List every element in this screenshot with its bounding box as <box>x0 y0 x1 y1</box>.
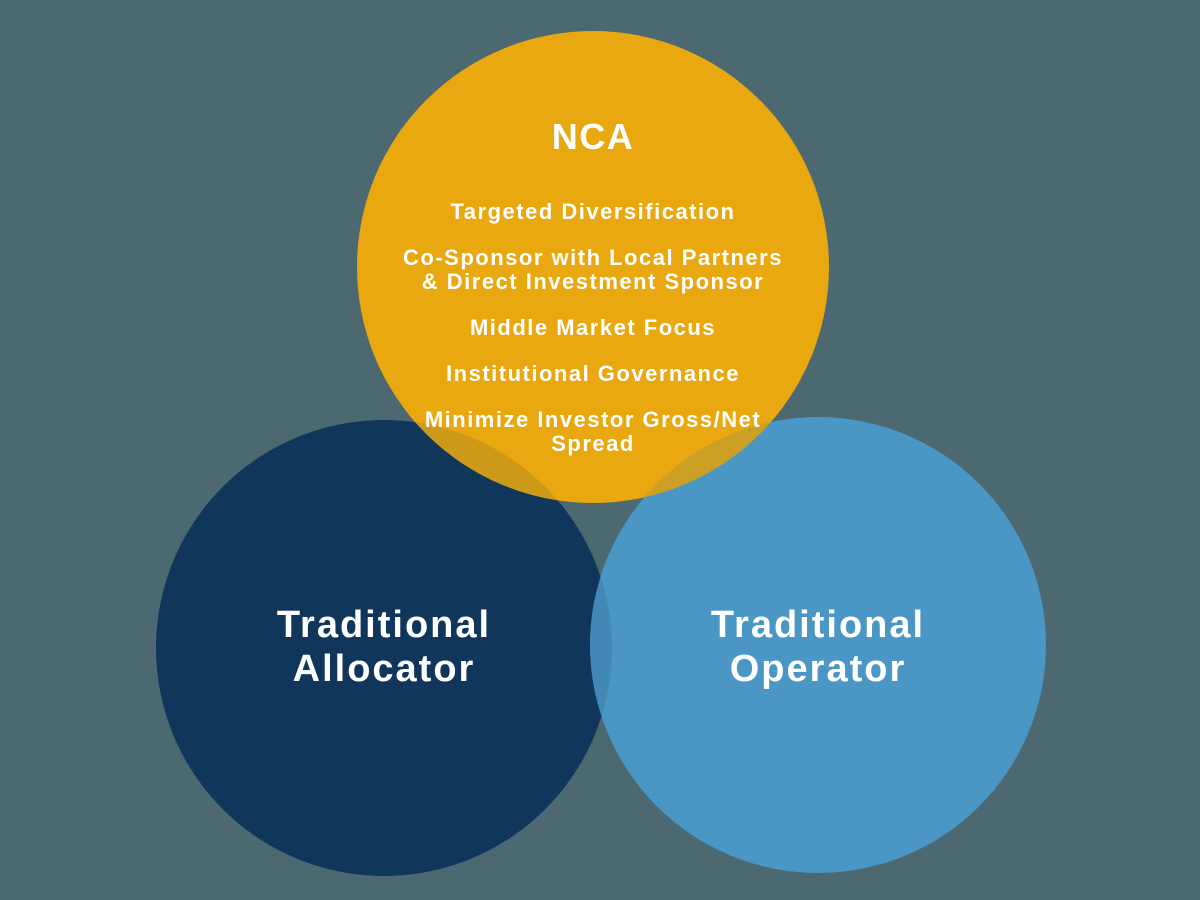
nca-item: Middle Market Focus <box>469 315 717 340</box>
traditional-allocator-label: Traditional Allocator <box>276 604 492 690</box>
nca-title: NCA <box>551 116 635 157</box>
nca-item: Co-Sponsor with Local Partners & Direct … <box>403 245 783 294</box>
nca-item: Institutional Governance <box>446 361 740 386</box>
traditional-operator-circle <box>590 417 1046 873</box>
traditional-allocator-circle <box>156 420 612 876</box>
nca-item: Targeted Diversification <box>450 199 736 224</box>
traditional-operator-label: Traditional Operator <box>710 604 926 690</box>
nca-item: Minimize Investor Gross/Net Spread <box>424 407 762 456</box>
nca-circle <box>357 31 829 503</box>
